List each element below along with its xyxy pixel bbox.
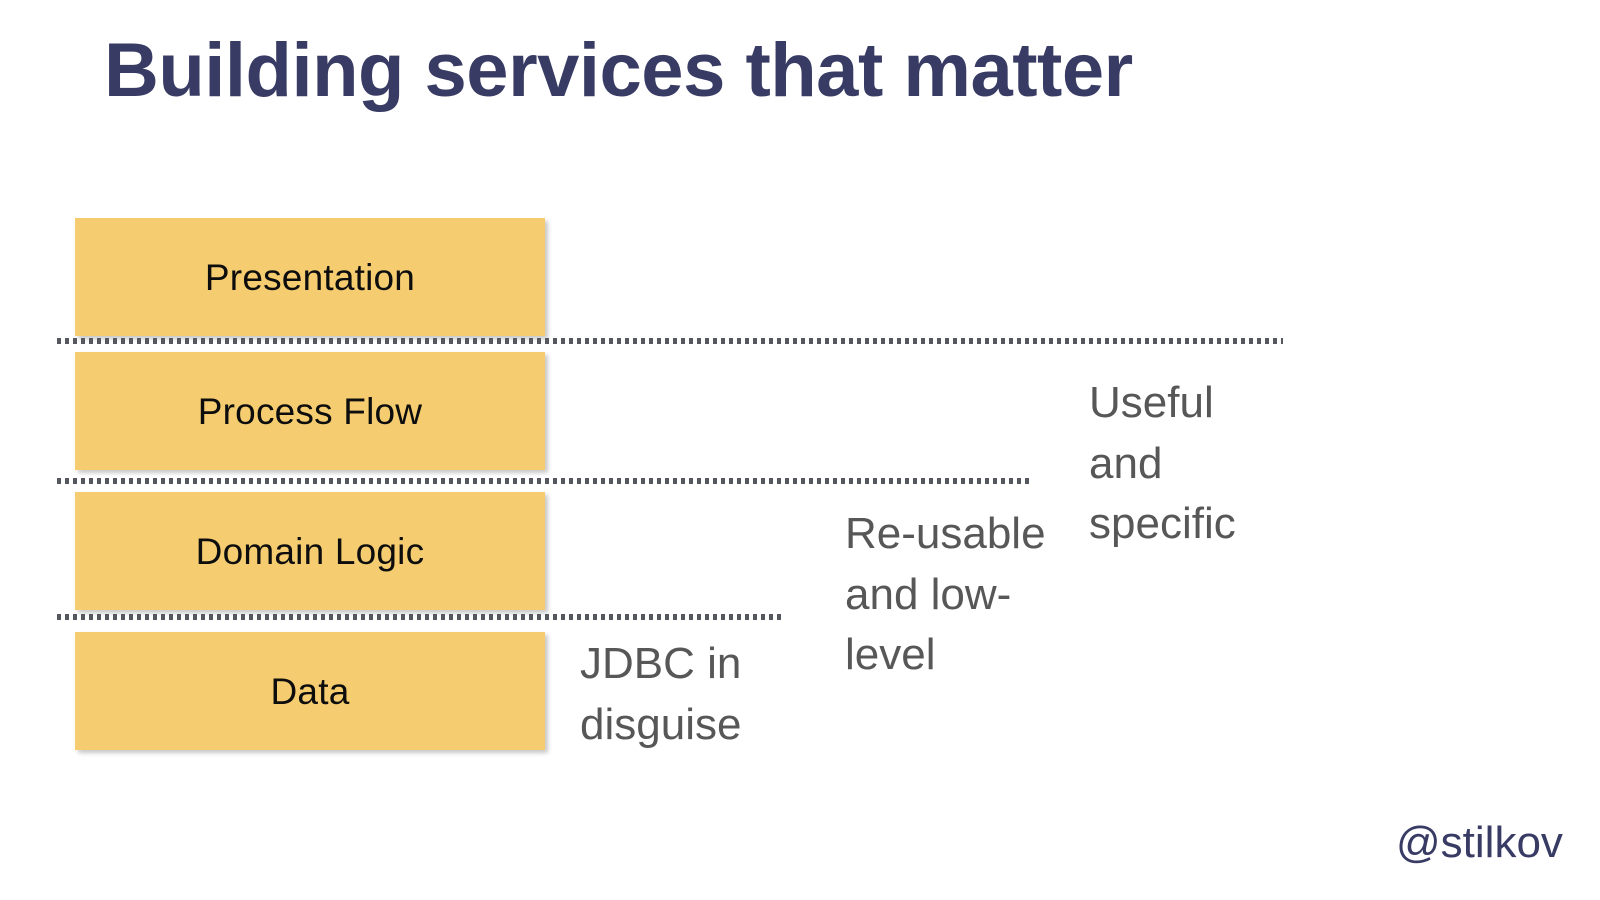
layer-box-process-flow[interactable]: Process Flow [75, 352, 545, 470]
annotation-jdbc-in-disguise: JDBC in disguise [580, 639, 742, 749]
layer-box-presentation[interactable]: Presentation [75, 218, 545, 336]
layer-label: Data [270, 670, 350, 712]
layer-label: Domain Logic [195, 530, 425, 572]
layer-box-data[interactable]: Data [75, 632, 545, 750]
annotation-useful-and-specific: Useful and specific [1089, 378, 1236, 549]
layer-box-domain-logic[interactable]: Domain Logic [75, 492, 545, 610]
page-title: Building services that matter [104, 28, 1133, 113]
divider-above-data [57, 614, 785, 620]
annotation-reusable-and-low-level: Re-usable and low-level [845, 509, 1046, 680]
author-handle: @stilkov [1396, 818, 1563, 867]
divider-above-process-flow [57, 338, 1283, 344]
divider-above-domain-logic [57, 478, 1031, 484]
layer-label: Process Flow [197, 390, 423, 432]
layer-label: Presentation [204, 256, 416, 298]
